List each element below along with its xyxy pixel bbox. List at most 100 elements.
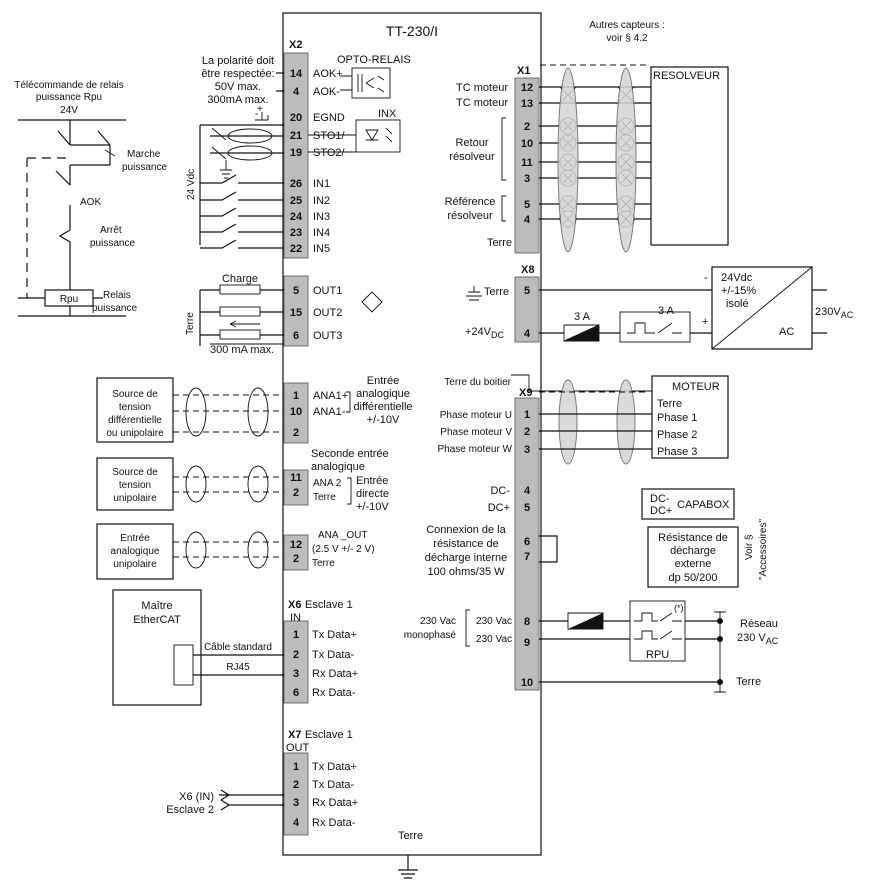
rpu-label: Rpu <box>60 294 78 305</box>
x6-pin-2-num: 3 <box>293 668 299 680</box>
x9-pin-2-num: 3 <box>524 444 530 456</box>
psu-2: +/-15% <box>721 285 756 297</box>
x7-out: OUT <box>286 742 310 754</box>
x1-pins: 12TC13TC2S310S111S23S45R14R2 <box>521 82 671 228</box>
input-switches <box>200 174 284 249</box>
resistance-2: décharge <box>670 545 716 557</box>
x9-pin-1-num: 2 <box>524 426 530 438</box>
plus-sign: + <box>257 104 263 115</box>
x2-pin-8-label: IN4 <box>313 227 330 239</box>
star-note: (*) <box>674 603 684 613</box>
out-terre: Terre <box>185 312 196 335</box>
x2-pin-8-num: 23 <box>290 227 302 239</box>
vac-2: 230 Vac <box>476 634 512 645</box>
x9-terre: Terre <box>736 676 761 688</box>
x7-pin-3-num: 4 <box>293 817 300 829</box>
marche-label: Marche <box>127 149 161 160</box>
terminal-dot-2 <box>717 636 723 642</box>
x2-pin-2-label: EGND <box>313 112 345 124</box>
maitre-2: EtherCAT <box>133 614 181 626</box>
out-pin-2-label: OUT3 <box>313 330 342 342</box>
x7-pin-0-label: Tx Data+ <box>312 761 357 773</box>
connexion-2: résistance de <box>433 538 498 550</box>
diamond-icon <box>361 291 383 313</box>
fuse-label: 3 A <box>574 311 591 323</box>
x6-esclave: Esclave 1 <box>305 599 353 611</box>
v230-2: monophasé <box>404 630 457 641</box>
polarity-2: être respectée: <box>201 68 274 80</box>
polarity-3: 50V max. <box>215 81 261 93</box>
x1-pin-7-num: 4 <box>524 214 531 226</box>
ana2-label: ANA 2 <box>313 478 342 489</box>
autres-2: voir § 4.2 <box>606 33 648 44</box>
x6-pin-1-label: Tx Data- <box>312 649 355 661</box>
x2-pin-0-label: AOK+ <box>313 68 343 80</box>
analog-input-box <box>96 523 174 580</box>
src2-2: tension <box>119 480 151 491</box>
voir-2: "Accessoires" <box>758 519 769 580</box>
ana1-pin-2-num: 2 <box>293 427 299 439</box>
arrow-left-icon <box>219 789 284 801</box>
seconde-2: analogique <box>311 461 365 473</box>
polarity-4: 300mA max. <box>207 94 268 106</box>
load-resistor-1 <box>219 284 261 295</box>
x1-strip <box>514 77 540 254</box>
out-pin-2-num: 6 <box>293 330 299 342</box>
in-switch-5 <box>200 239 284 249</box>
terminal-dot-1 <box>717 618 723 624</box>
device-title: TT-230/I <box>386 23 438 39</box>
x7-pin-2-num: 3 <box>293 797 299 809</box>
capabox <box>641 488 735 520</box>
ana1-strip <box>283 382 309 444</box>
reseau-1: Réseau <box>740 618 778 630</box>
x7-pin-1-num: 2 <box>293 779 299 791</box>
entree1-4: +/-10V <box>367 414 400 426</box>
src1-4: ou unipolaire <box>106 428 164 439</box>
retour-2: résolveur <box>449 151 495 163</box>
anaout-2: (2.5 V +/- 2 V) <box>312 544 375 555</box>
x9-pin-4-num: 5 <box>524 502 530 514</box>
opto-label: OPTO-RELAIS <box>337 54 411 66</box>
psu-plus: + <box>702 316 708 328</box>
remote-title: Télécommande de relais <box>14 80 124 91</box>
x2-out-strip <box>283 275 309 347</box>
x9-pin-6-num: 7 <box>524 551 530 563</box>
moteur-pin-2: Phase 2 <box>657 429 697 441</box>
x7-pin-0-num: 1 <box>293 761 299 773</box>
capabox-dcm: DC- <box>650 493 670 505</box>
polarity-1: La polarité doit <box>202 55 274 67</box>
breaker-icon <box>619 311 691 343</box>
x2-24vdc: 24 Vdc <box>186 169 197 200</box>
x9-pin-5-num: 6 <box>524 536 530 548</box>
x2-pin-6-num: 25 <box>290 195 302 207</box>
motor-shield-right <box>616 379 636 465</box>
resolver-shield-right <box>615 67 637 253</box>
arret-label: Arrêt <box>100 225 122 236</box>
x2-pin-7-label: IN3 <box>313 211 330 223</box>
source-diff-box <box>96 377 174 443</box>
motor-box <box>651 375 729 459</box>
psu-3: isolé <box>726 298 749 310</box>
entree1-2: analogique <box>356 388 410 400</box>
x1-label: X1 <box>517 65 530 77</box>
x9-pin-3-num: 4 <box>524 485 531 497</box>
out-pin-1-label: OUT2 <box>313 307 342 319</box>
device-box <box>282 12 542 856</box>
in-switch-4 <box>200 223 284 233</box>
src2-3: unipolaire <box>113 493 157 504</box>
relais2-label: puissance <box>92 303 137 314</box>
x1-pin-4-num: 11 <box>521 157 533 169</box>
x9-pin-0-num: 1 <box>524 409 530 421</box>
x2-pin-0-num: 14 <box>290 68 303 80</box>
x8-strip <box>514 276 540 343</box>
esclave2-label: Esclave 2 <box>166 804 214 816</box>
ana2-terre: Terre <box>313 492 336 503</box>
resolver-shield-left <box>557 67 579 253</box>
x2-strip <box>283 52 309 259</box>
x2-label: X2 <box>289 39 302 51</box>
in-switch-1 <box>200 174 284 184</box>
x7-strip <box>283 752 309 836</box>
